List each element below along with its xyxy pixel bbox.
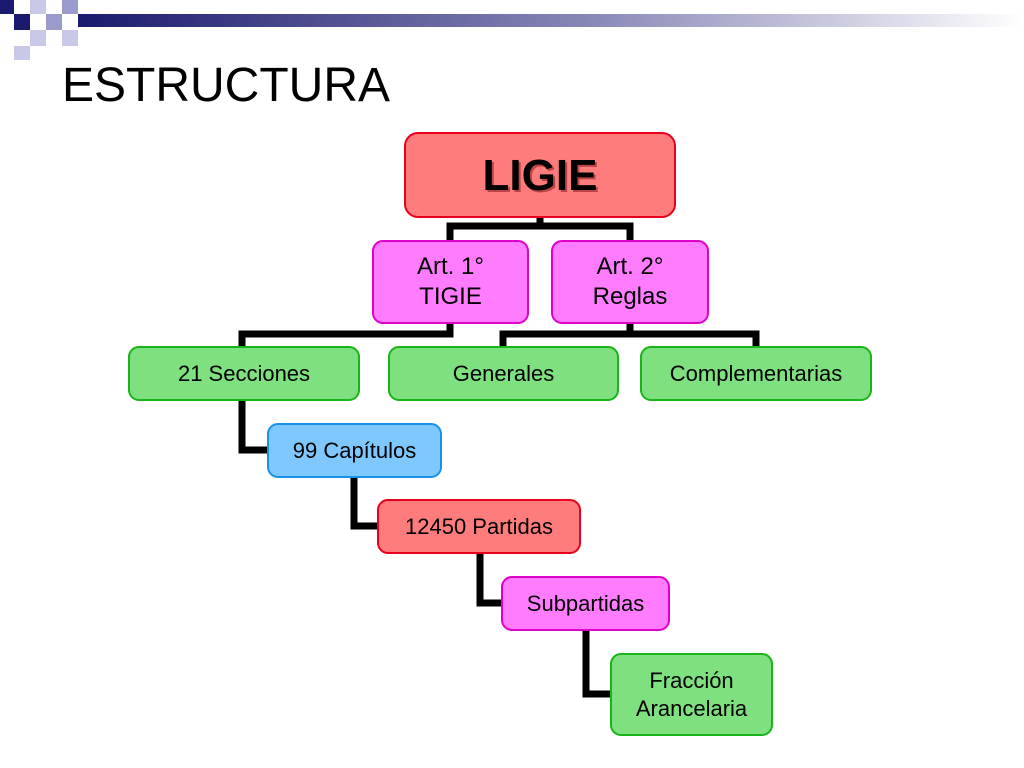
node-art1-line1: Art. 1° xyxy=(417,253,484,280)
node-art2-reglas: Art. 2° Reglas xyxy=(551,240,709,324)
node-partidas: 12450 Partidas xyxy=(377,499,581,554)
connector-secciones-capitulos xyxy=(238,396,274,454)
node-complementarias-label: Complementarias xyxy=(669,360,843,386)
node-secciones-label: 21 Secciones xyxy=(177,360,311,386)
connector-partidas-subpartidas xyxy=(476,549,507,607)
node-art1-line2: TIGIE xyxy=(419,283,482,310)
connector-subpartidas-fraccion xyxy=(582,626,616,698)
node-fraccion-arancelaria: Fracción Arancelaria xyxy=(610,653,773,736)
node-subpartidas-label: Subpartidas xyxy=(526,590,645,616)
node-art2-line2: Reglas xyxy=(592,283,668,310)
node-art1-tigie: Art. 1° TIGIE xyxy=(372,240,529,324)
node-capitulos-label: 99 Capítulos xyxy=(292,437,417,463)
node-capitulos: 99 Capítulos xyxy=(267,423,442,478)
node-complementarias: Complementarias xyxy=(640,346,872,401)
connector-capitulos-partidas xyxy=(350,473,384,530)
node-fraccion-line1: Fracción xyxy=(649,668,734,693)
node-art2-line1: Art. 2° xyxy=(596,253,664,280)
node-subpartidas: Subpartidas xyxy=(501,576,670,631)
node-generales-label: Generales xyxy=(452,360,555,386)
node-generales: Generales xyxy=(388,346,619,401)
connector-art1-secciones xyxy=(238,319,454,350)
node-partidas-label: 12450 Partidas xyxy=(405,513,553,539)
header-decoration xyxy=(0,0,1024,60)
slide-title: ESTRUCTURA xyxy=(62,59,391,112)
node-secciones: 21 Secciones xyxy=(128,346,360,401)
node-ligie: LIGIE xyxy=(404,132,676,218)
node-ligie-label: LIGIE xyxy=(482,150,598,200)
node-fraccion-line2: Arancelaria xyxy=(635,695,748,721)
